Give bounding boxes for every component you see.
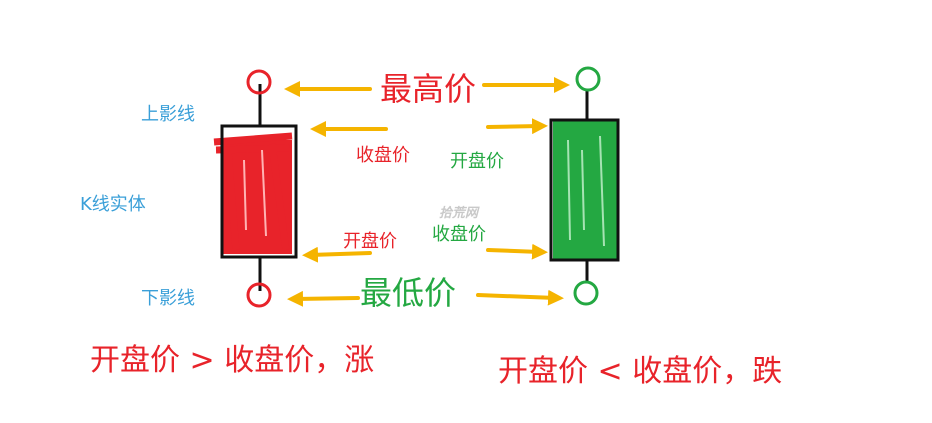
open-price-red-label: 开盘价 <box>343 231 397 252</box>
fall-rule-text: 开盘价 < 收盘价，跌 <box>498 354 783 389</box>
close-price-red-label: 收盘价 <box>356 145 410 166</box>
green-body-fill <box>553 121 617 259</box>
arrow-low-right <box>476 289 564 306</box>
upper-shadow-label: 上影线 <box>141 104 195 125</box>
green-body-outline <box>549 118 620 262</box>
green-body-highlight <box>567 135 605 247</box>
green-high-marker <box>575 66 601 92</box>
green-candle <box>549 66 620 306</box>
lower-shadow-label: 下影线 <box>141 288 195 309</box>
arrow-open-red <box>302 246 372 263</box>
green-low-marker <box>573 280 599 306</box>
open-price-green-label: 开盘价 <box>450 151 504 172</box>
red-body-scribble <box>213 132 293 251</box>
rise-rule-text: 开盘价 > 收盘价，涨 <box>90 343 375 378</box>
arrows <box>284 77 570 307</box>
arrow-low-left <box>287 290 360 307</box>
body-label: K线实体 <box>80 194 146 215</box>
red-low-marker <box>246 282 272 308</box>
arrow-close-green <box>486 243 548 260</box>
red-candle <box>213 69 298 308</box>
lowest-price-label: 最低价 <box>360 274 457 312</box>
red-body-outline <box>220 124 298 259</box>
highest-price-label: 最高价 <box>380 70 477 108</box>
red-high-marker <box>246 69 272 95</box>
arrow-open-green <box>486 118 548 135</box>
red-body-highlight <box>243 149 267 237</box>
watermark: 拾荒网 <box>439 206 479 221</box>
close-price-green-label: 收盘价 <box>432 224 486 245</box>
